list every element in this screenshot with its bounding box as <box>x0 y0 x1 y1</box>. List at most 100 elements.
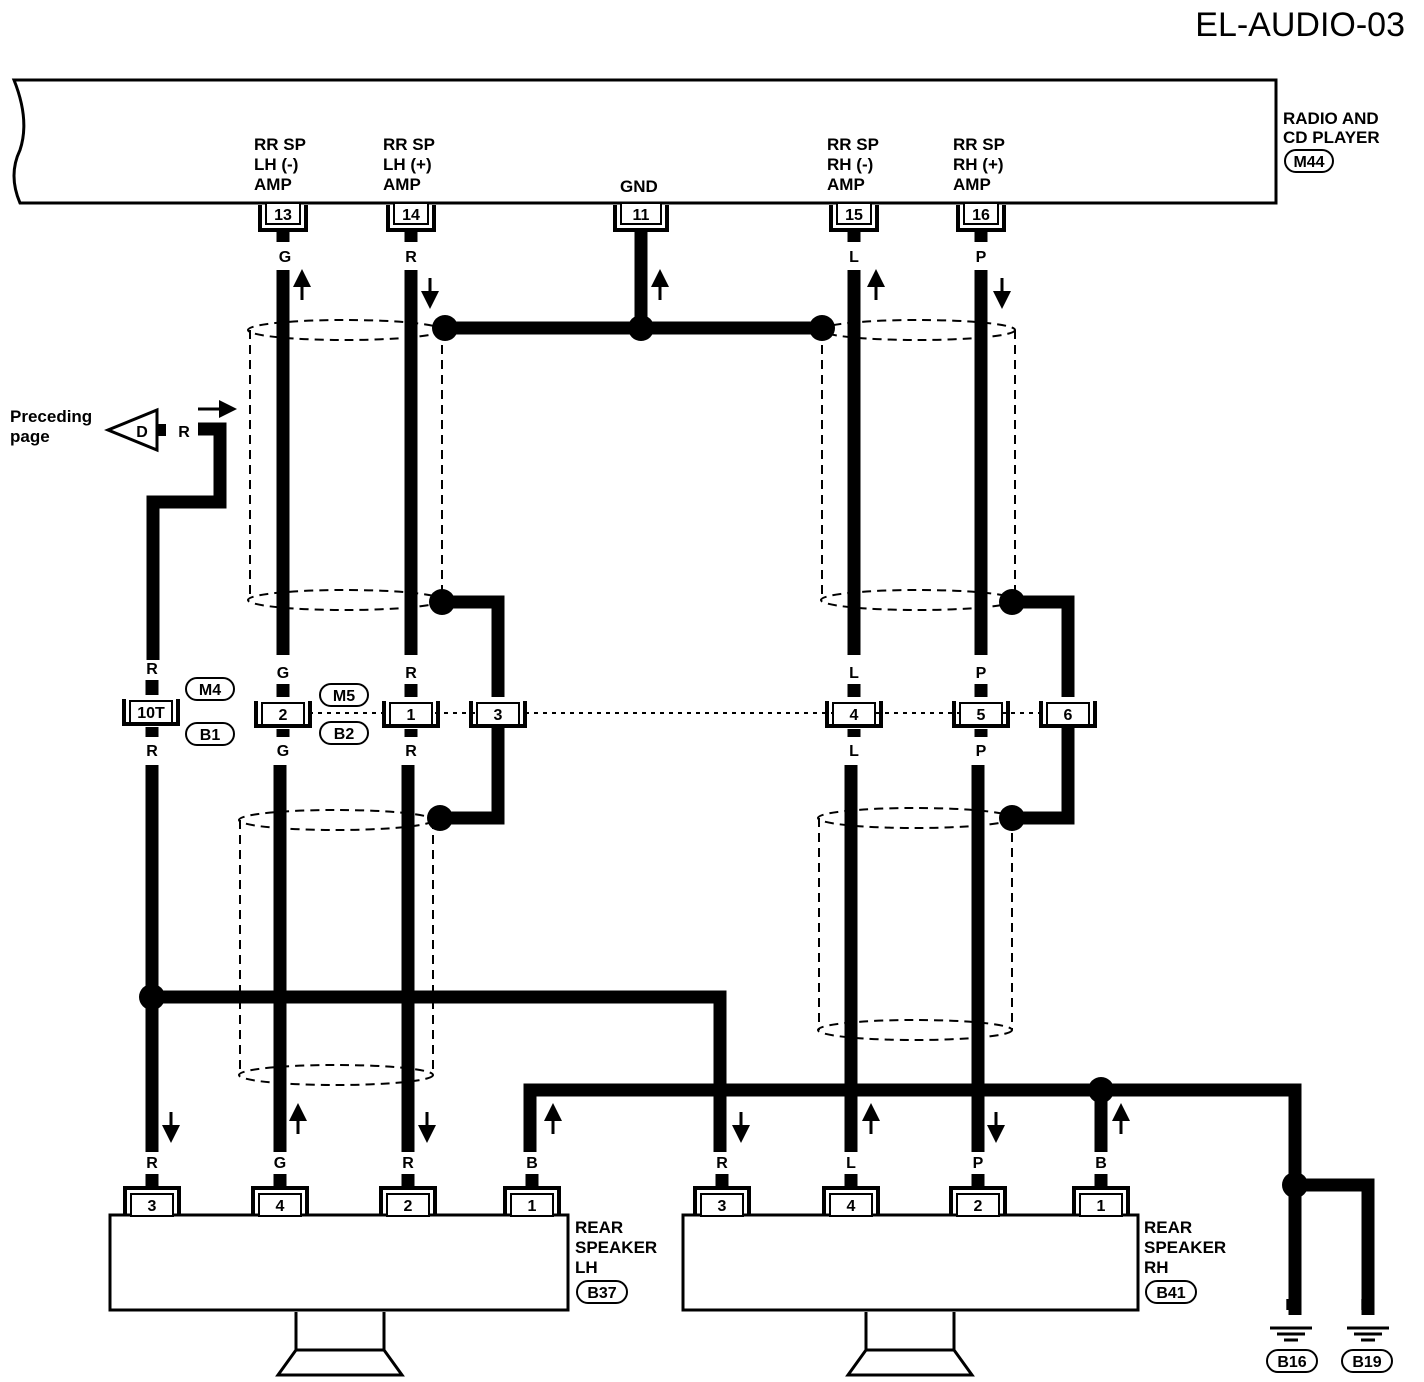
badge-b2: B2 <box>319 721 369 745</box>
terminal-label-line3: AMP <box>383 175 421 194</box>
svg-text:B37: B37 <box>587 1285 616 1302</box>
joint-pin-1: 1 <box>382 701 440 728</box>
joint-pin-4: 4 <box>825 701 883 728</box>
junction-dot <box>432 315 458 341</box>
radio-title-line1: RADIO AND <box>1283 109 1379 128</box>
rh-color-2: P <box>973 1155 984 1172</box>
page-id: EL-AUDIO-03 <box>1195 6 1405 44</box>
radio-connector-badge <box>1284 149 1334 173</box>
radio-title-line2: CD PLAYER <box>1283 128 1380 147</box>
speaker-lh: 3 4 2 1 <box>108 1186 570 1377</box>
wire-r-crossover <box>152 990 727 1152</box>
speaker-rh-title-1: REAR <box>1144 1218 1192 1237</box>
rh-pin-2: 2 <box>949 1186 1007 1217</box>
svg-text:B2: B2 <box>334 726 355 743</box>
wire-color-15: L <box>849 249 859 266</box>
ground-symbol-1 <box>1270 1326 1312 1342</box>
radio-pin-13: 13 <box>258 202 308 232</box>
radio-terminal-13: RR SP LH (-) AMP <box>254 135 306 194</box>
terminal-label-line3: AMP <box>827 175 865 194</box>
svg-text:2: 2 <box>404 1198 413 1215</box>
terminal-label-line1: RR SP <box>254 135 306 154</box>
pin-number: 5 <box>977 707 986 724</box>
svg-text:4: 4 <box>847 1198 856 1215</box>
svg-text:1: 1 <box>1097 1198 1106 1215</box>
terminal-label-line1: RR SP <box>383 135 435 154</box>
badge-b41: B41 <box>1145 1280 1197 1304</box>
joint-color-top-r: R <box>146 661 158 678</box>
rh-pin-1: 1 <box>1072 1186 1130 1217</box>
svg-text:4: 4 <box>276 1198 285 1215</box>
wire-color-14: R <box>405 249 417 266</box>
pin-number: 3 <box>494 707 503 724</box>
preceding-line1: Preceding <box>10 407 92 426</box>
terminal-label-line3: AMP <box>254 175 292 194</box>
ground-color-2: B <box>1360 1297 1372 1314</box>
pin-number: 13 <box>274 207 292 224</box>
badge-b19: B19 <box>1341 1349 1393 1373</box>
joint-pin-2: 2 <box>254 701 312 728</box>
terminal-label-line1: RR SP <box>827 135 879 154</box>
radio-unit-box <box>11 78 1278 205</box>
svg-text:B19: B19 <box>1352 1354 1381 1371</box>
radio-terminal-15: RR SP RH (-) AMP <box>827 135 879 194</box>
rh-color-1: B <box>1095 1155 1107 1172</box>
pin-number: 16 <box>972 207 990 224</box>
svg-text:B41: B41 <box>1156 1285 1185 1302</box>
speaker-rh-body <box>681 1213 1140 1312</box>
shield-bottom-left <box>238 809 434 1086</box>
joint-color-top-l: L <box>849 665 859 682</box>
ground-symbol-2 <box>1347 1326 1389 1342</box>
lh-pin-3: 3 <box>123 1186 181 1217</box>
pin-number: 6 <box>1064 707 1073 724</box>
speaker-lh-title-1: REAR <box>575 1218 623 1237</box>
joint-pin-5: 5 <box>952 701 1010 728</box>
lh-color-1: B <box>526 1155 538 1172</box>
pin-number: 2 <box>279 707 288 724</box>
terminal-label-line3: AMP <box>953 175 991 194</box>
svg-text:B1: B1 <box>200 727 221 744</box>
svg-text:3: 3 <box>148 1198 157 1215</box>
rh-color-4: L <box>846 1155 856 1172</box>
radio-terminal-14: RR SP LH (+) AMP <box>383 135 435 194</box>
lh-pin-1: 1 <box>503 1186 561 1217</box>
radio-connector-id: M44 <box>1293 154 1324 171</box>
lh-color-3: R <box>146 1155 158 1172</box>
junction-dot <box>628 315 654 341</box>
badge-b16: B16 <box>1266 1349 1318 1373</box>
terminal-label-line2: RH (+) <box>953 155 1004 174</box>
joint-color-top-g: G <box>277 665 289 682</box>
joint-color-bottom-r2: R <box>405 743 417 760</box>
radio-pin-15: 15 <box>829 202 879 232</box>
svg-text:1: 1 <box>528 1198 537 1215</box>
badge-b37: B37 <box>576 1280 628 1304</box>
radio-terminal-16: RR SP RH (+) AMP <box>953 135 1005 194</box>
joint-color-bottom-l: L <box>849 743 859 760</box>
speaker-rh: 3 4 2 1 <box>681 1186 1140 1377</box>
joint-pin-3: 3 <box>469 701 527 728</box>
radio-pin-11: 11 <box>613 202 669 232</box>
wire-color-13: G <box>279 249 291 266</box>
radio-terminal-11: GND <box>620 177 658 196</box>
pin-number: 14 <box>402 207 420 224</box>
terminal-label-line3: GND <box>620 177 658 196</box>
junction-dot <box>139 984 165 1010</box>
terminal-label-line2: RH (-) <box>827 155 873 174</box>
wire-r-feed <box>146 422 227 660</box>
joint-color-bottom-p: P <box>976 743 987 760</box>
radio-pin-14: 14 <box>386 202 436 232</box>
preceding-line2: page <box>10 427 50 446</box>
badge-m5: M5 <box>319 683 369 707</box>
pin-number: 11 <box>633 207 650 224</box>
wire-color-16: P <box>976 249 987 266</box>
rh-color-3: R <box>716 1155 728 1172</box>
badge-b1: B1 <box>185 722 235 746</box>
lh-pin-4: 4 <box>251 1186 309 1217</box>
speaker-lh-title-2: SPEAKER <box>575 1238 657 1257</box>
pin-number: 15 <box>845 207 863 224</box>
badge-m4: M4 <box>185 677 235 701</box>
joint-pin-6: 6 <box>1039 701 1097 728</box>
speaker-rh-title-3: RH <box>1144 1258 1169 1277</box>
ground-color-1: B <box>1285 1297 1297 1314</box>
